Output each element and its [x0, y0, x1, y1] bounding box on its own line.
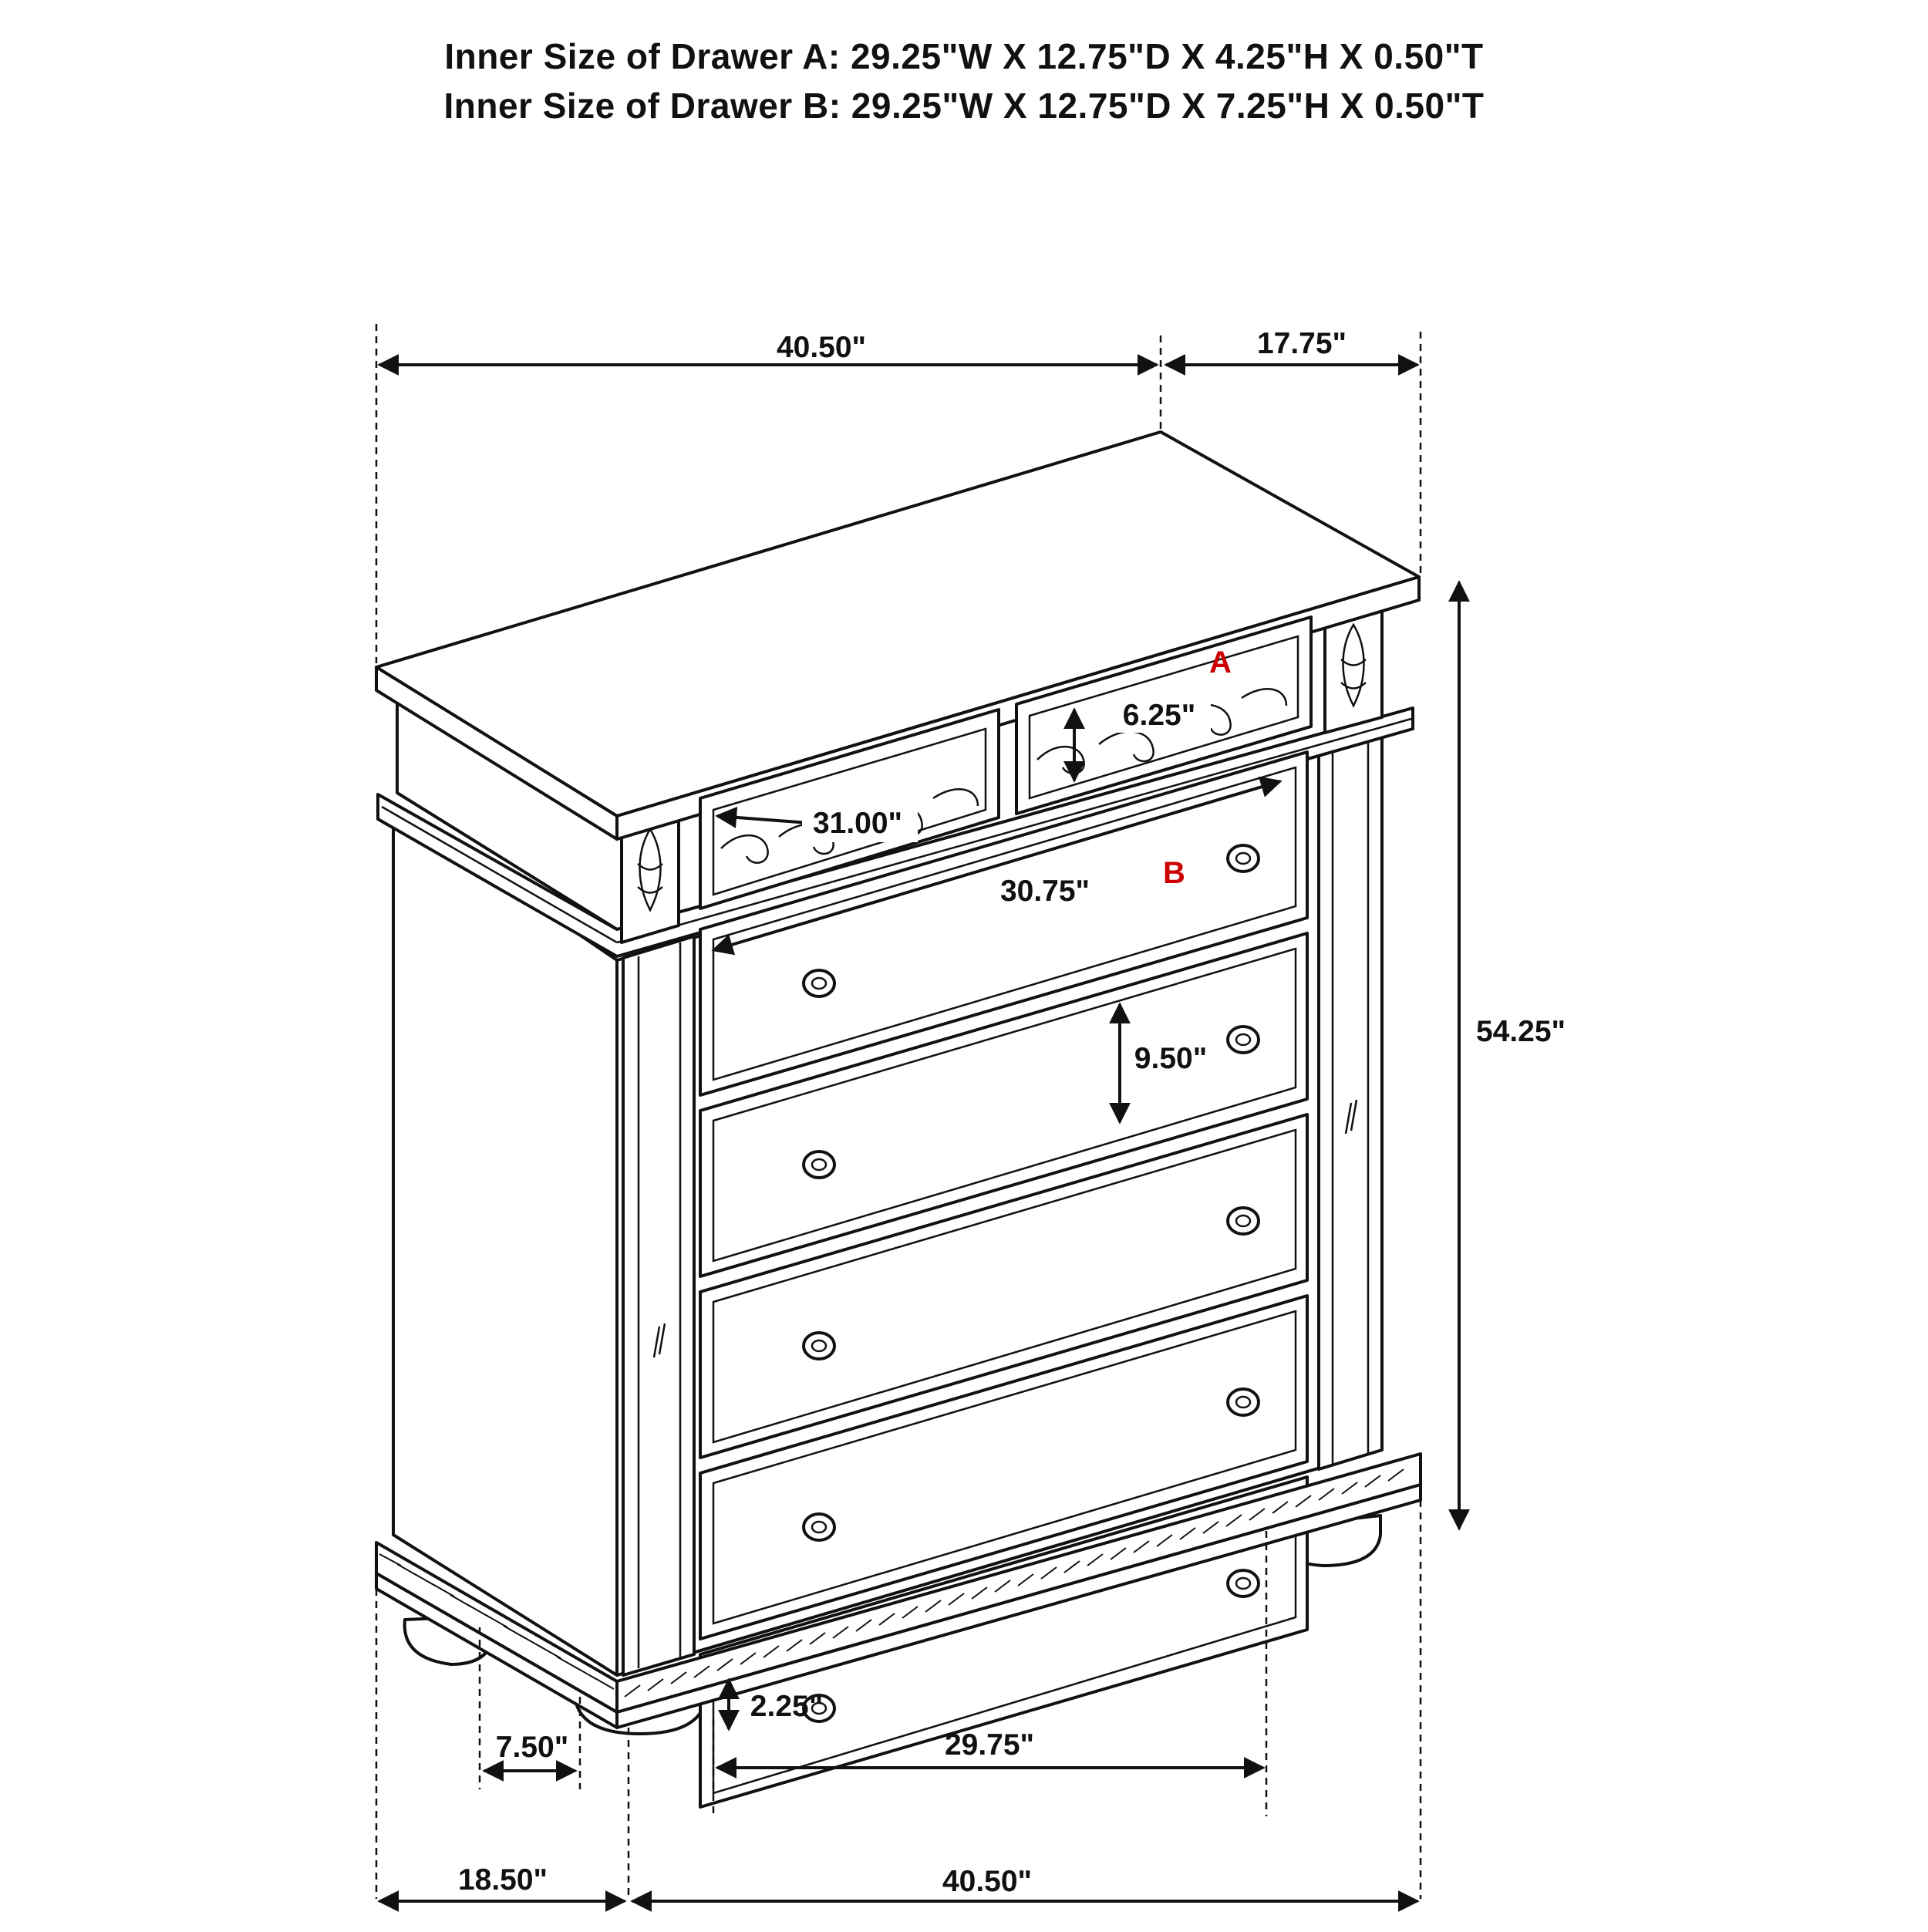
knob: [802, 969, 836, 998]
knob: [1226, 844, 1260, 873]
dim-foot-height: 2.25": [750, 1690, 823, 1723]
dim-foot-width: 7.50": [496, 1731, 568, 1764]
knob: [802, 1694, 836, 1723]
chest-body: [375, 430, 1422, 1809]
dim-base-depth: 18.50": [458, 1863, 548, 1897]
drawer-a-inner-size: Inner Size of Drawer A: 29.25"W X 12.75"…: [444, 36, 1484, 76]
drawer-b-inner-size: Inner Size of Drawer B: 29.25"W X 12.75"…: [443, 86, 1485, 126]
dim-overall-height: 54.25": [1476, 1015, 1566, 1048]
dim-top-drawer-width: 31.00": [813, 807, 902, 840]
top-edge-side: [375, 666, 619, 841]
drawer-b-marker: B: [1163, 856, 1185, 890]
dim-base-width: 40.50": [942, 1865, 1032, 1898]
drawer-b-3[interactable]: [699, 1113, 1309, 1459]
dim-feet-spacing: 29.75": [945, 1728, 1034, 1762]
dim-drawer-height: 9.50": [1134, 1042, 1207, 1075]
knob: [802, 1331, 836, 1360]
knob: [802, 1150, 836, 1179]
mid-molding: [376, 706, 1414, 958]
rope-trim-front: [624, 1468, 1404, 1698]
drawer-b-2[interactable]: [699, 932, 1309, 1278]
rope-trim: [379, 1553, 615, 1690]
left-pilaster: [622, 935, 696, 1677]
knob: [1226, 1569, 1260, 1598]
base-bottom-molding-side: [375, 1572, 619, 1729]
knob: [1226, 1025, 1260, 1054]
drawer-a-marker: A: [1209, 646, 1232, 679]
dim-top-width: 40.50": [777, 331, 866, 364]
dim-top-drawer-height: 6.25": [1123, 699, 1195, 732]
knob: [1226, 1206, 1260, 1236]
dim-arrow-drawer-b-width: [711, 776, 1283, 956]
dim-drawer-b-width: 30.75": [1000, 875, 1090, 908]
knob: [1226, 1387, 1260, 1417]
knob: [802, 1512, 836, 1542]
dim-top-depth: 17.75": [1257, 327, 1347, 360]
drawer-b-4[interactable]: [699, 1294, 1309, 1640]
